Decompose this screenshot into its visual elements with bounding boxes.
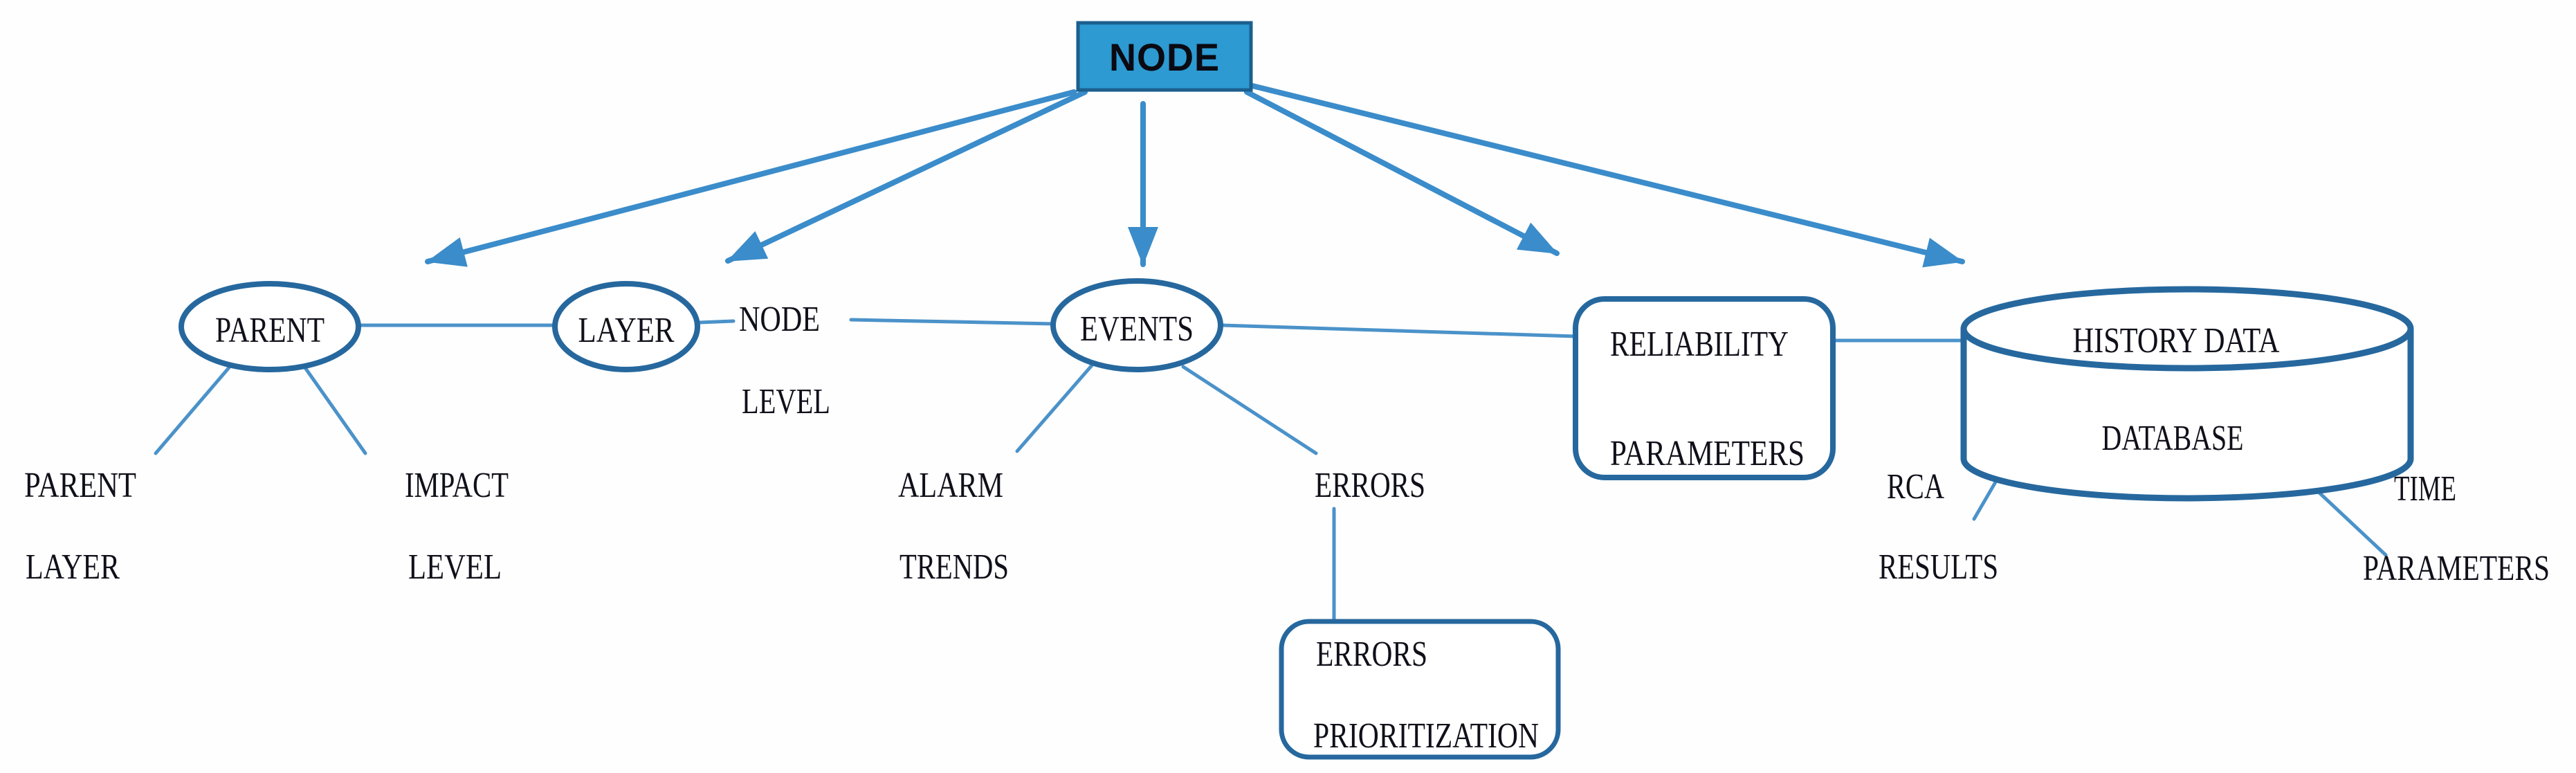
branch-history-right <box>2317 491 2388 557</box>
impact-level-leaf-line2: LEVEL <box>408 547 502 587</box>
events-ellipse <box>1050 278 1223 372</box>
row-connectors <box>356 318 1968 343</box>
cylinder-body <box>1960 329 2414 502</box>
reliability-label-line1: RELIABILITY <box>1610 325 1789 364</box>
time-parameters-leaf-line1: TIME <box>2394 469 2456 509</box>
history-database-cylinder <box>1960 286 2414 502</box>
parent-ellipse <box>179 281 361 372</box>
connector-events-reliability <box>1220 323 1578 338</box>
history-database-label-line1: HISTORY DATA <box>2073 321 2280 361</box>
errors-prioritization-line1: ERRORS <box>1316 635 1427 674</box>
rca-results-leaf-line2: RESULTS <box>1879 547 1998 587</box>
node-level-label-line2: LEVEL <box>742 382 830 421</box>
events-ellipse-label: EVENTS <box>1080 309 1194 349</box>
branch-parent-right <box>302 365 367 455</box>
arrow-to-layer <box>725 89 1088 264</box>
errors-prioritization-box <box>1279 619 1561 760</box>
parent-layer-leaf-line1: PARENT <box>24 466 136 505</box>
alarm-trends-leaf-line1: ALARM <box>898 466 1003 505</box>
arrow-to-parent <box>425 89 1077 267</box>
impact-level-leaf-line1: IMPACT <box>405 466 509 505</box>
branch-events-left <box>1015 363 1094 453</box>
branch-events-right <box>1181 365 1318 455</box>
parent-layer-leaf-line2: LAYER <box>26 547 120 587</box>
cylinder-top <box>1960 286 2414 372</box>
leaf-labels: PARENT LAYER IMPACT LEVEL ALARM TRENDS E… <box>24 466 2550 588</box>
arrow-to-history-database <box>1247 82 1965 268</box>
layer-ellipse-label: LAYER <box>578 311 675 350</box>
errors-leaf-label: ERRORS <box>1315 466 1425 505</box>
root-arrows <box>425 82 1965 268</box>
rca-results-leaf-line1: RCA <box>1887 467 1944 507</box>
layer-ellipse <box>552 281 700 372</box>
root-node-box <box>1076 21 1253 92</box>
parent-ellipse-label: PARENT <box>215 311 325 350</box>
arrow-to-reliability <box>1244 89 1560 256</box>
connector-layer-nodelevel <box>697 319 736 325</box>
alarm-trends-leaf-line2: TRENDS <box>899 547 1009 587</box>
errors-prioritization-line2: PRIORITIZATION <box>1313 716 1539 756</box>
time-parameters-leaf-line2: PARAMETERS <box>2363 549 2550 588</box>
branch-parent-left <box>154 365 232 455</box>
history-database-label-line2: DATABASE <box>2102 419 2244 458</box>
root-node-label: NODE <box>1109 35 1220 79</box>
node-level-label-line1: NODE <box>739 300 820 339</box>
reliability-parameters-box <box>1573 296 1836 480</box>
reliability-label-line2: PARAMETERS <box>1610 434 1805 473</box>
connector-nodelevel-events <box>849 318 1057 326</box>
